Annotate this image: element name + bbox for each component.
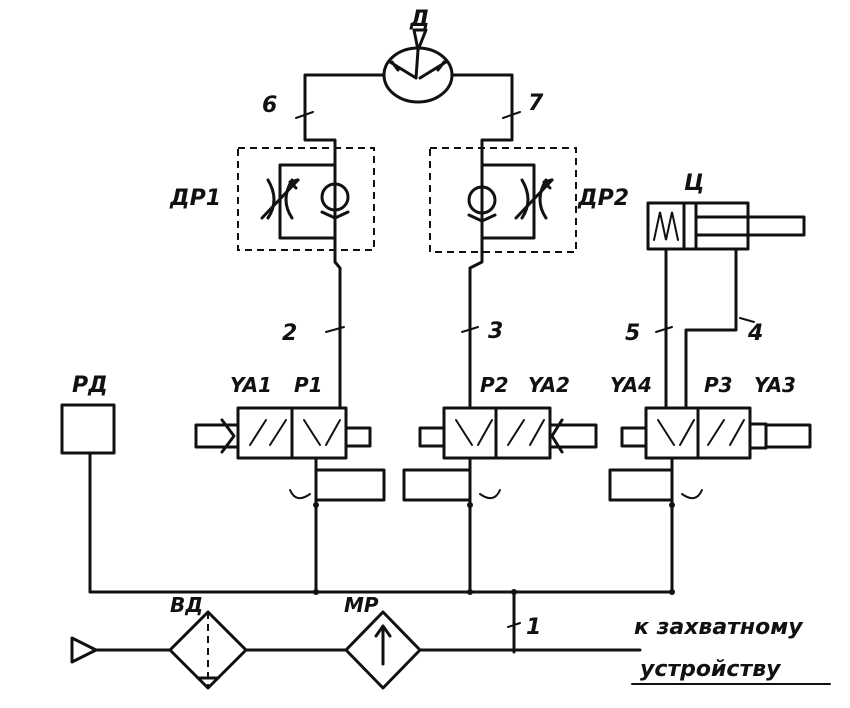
solenoid-ya3-label: YA3	[754, 373, 796, 397]
line-2-label: 2	[282, 321, 297, 346]
oil-sprayer	[344, 610, 422, 690]
pressure-relay	[60, 403, 116, 455]
cylinder	[646, 201, 806, 251]
line-4-label: 4	[747, 321, 763, 346]
solenoid-ya1-label: YA1	[230, 373, 272, 397]
supply-manifold	[88, 451, 674, 594]
line-6-label: 6	[262, 93, 277, 118]
relay-label: РД	[72, 373, 108, 398]
line-3-label: 3	[488, 319, 503, 344]
caption-line-2: устройству	[640, 657, 782, 682]
cylinder-label: Ц	[684, 171, 704, 196]
line-6	[303, 73, 386, 157]
pneumatic-motor	[382, 28, 454, 104]
valve-p2-label: Р2	[480, 373, 509, 397]
line-4	[684, 247, 738, 410]
line-7-label: 7	[528, 91, 544, 116]
line-1-label: 1	[526, 615, 541, 640]
throttle-check-valve-2	[429, 147, 577, 254]
valve-p3	[608, 406, 812, 502]
throttle-1-label: ДР1	[169, 186, 221, 211]
valve-p3-label: Р3	[704, 373, 733, 397]
air-dryer	[168, 610, 248, 690]
valve-p2	[402, 406, 598, 502]
solenoid-ya4-label: YA4	[610, 373, 652, 397]
line-7	[450, 73, 514, 157]
motor-label: Д	[409, 7, 430, 32]
solenoid-ya2-label: YA2	[528, 373, 570, 397]
dryer-label: ВД	[170, 593, 203, 617]
valve-p1-label: Р1	[294, 373, 323, 397]
line-5-label: 5	[625, 321, 640, 346]
caption-line-1: к захватному	[634, 615, 804, 640]
oiler-label: МР	[344, 593, 379, 617]
line-2	[333, 250, 342, 410]
line-3	[468, 250, 484, 410]
throttle-2-label: ДР2	[577, 186, 629, 211]
throttle-check-valve-1	[237, 147, 375, 254]
valve-p1	[194, 406, 386, 502]
air-source	[70, 636, 98, 664]
